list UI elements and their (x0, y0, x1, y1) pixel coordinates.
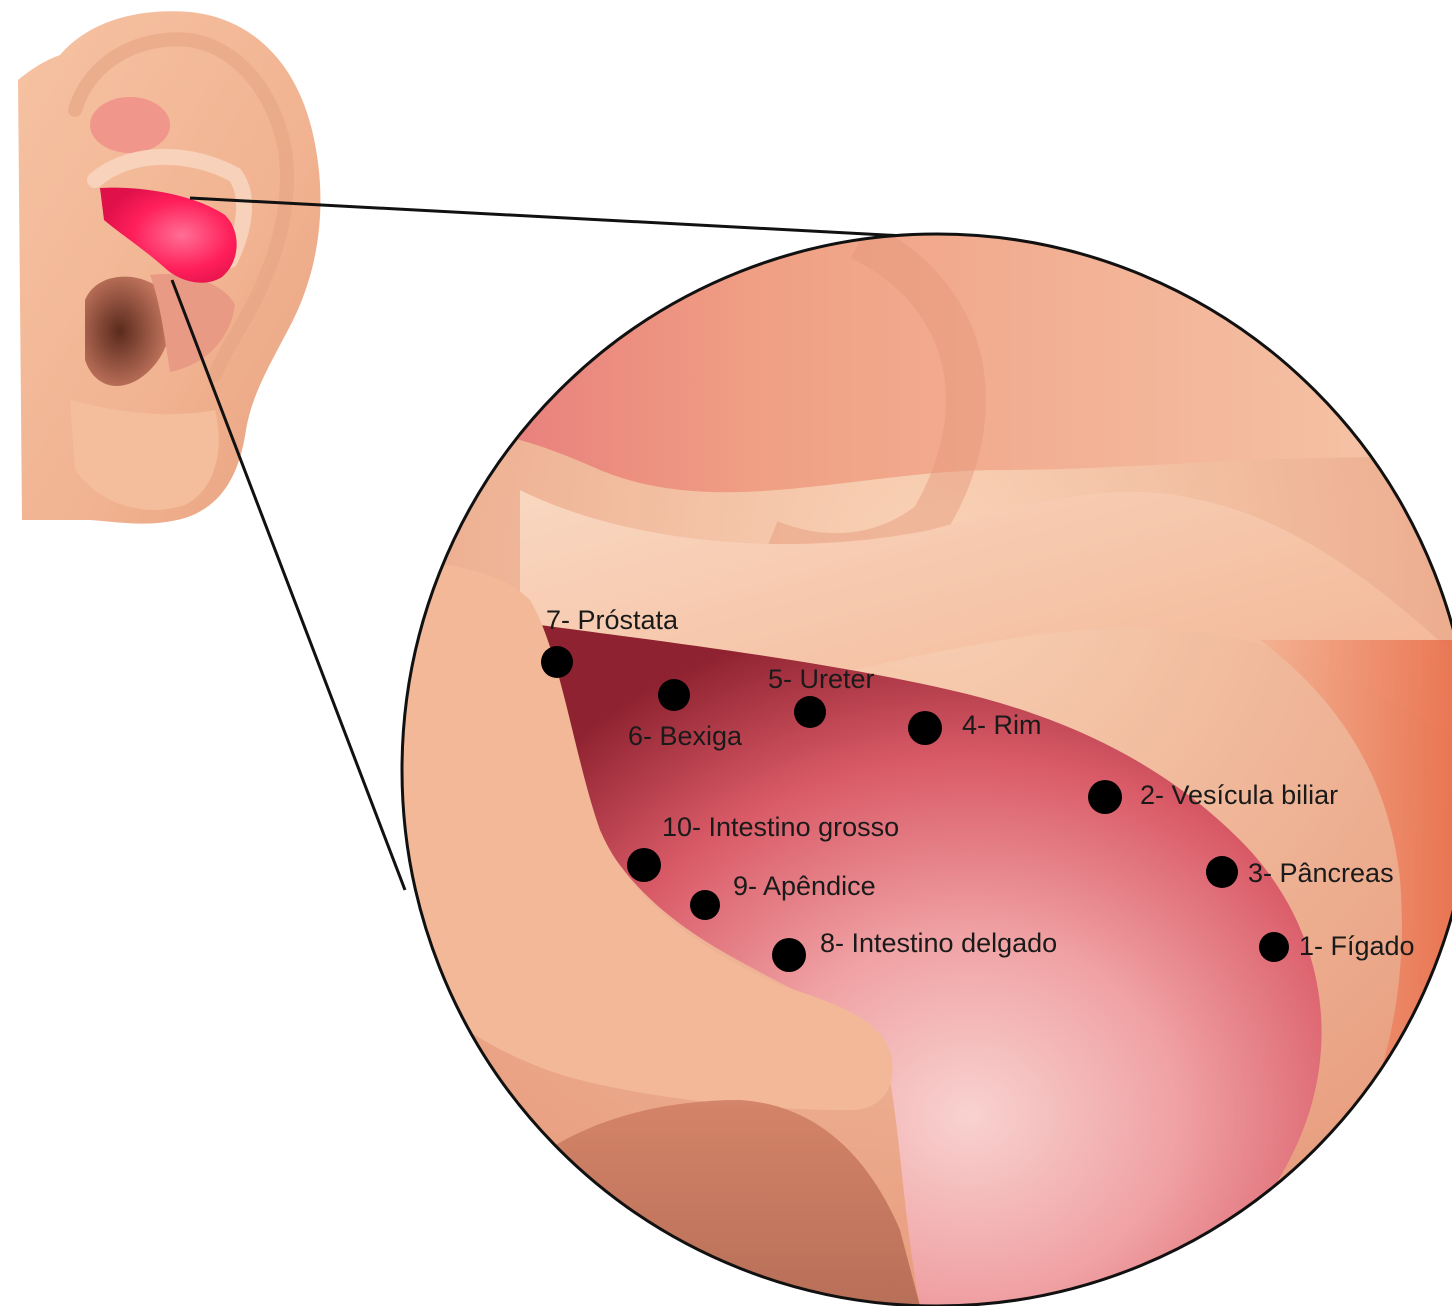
point-label: 3- Pâncreas (1248, 858, 1394, 888)
point-label: 2- Vesícula biliar (1140, 780, 1338, 810)
point-label: 10- Intestino grosso (662, 812, 899, 842)
point-figado[interactable]: 1- Fígado (1259, 931, 1415, 962)
ear-thumbnail (18, 11, 320, 523)
point-marker[interactable] (772, 938, 806, 972)
magnified-view (380, 220, 1452, 1306)
point-marker[interactable] (627, 848, 661, 882)
connector-line-bottom (172, 280, 405, 890)
point-marker[interactable] (690, 890, 720, 920)
point-marker[interactable] (1259, 932, 1289, 962)
point-label: 7- Próstata (546, 605, 679, 635)
point-label: 1- Fígado (1299, 931, 1415, 961)
point-marker[interactable] (1088, 780, 1122, 814)
point-marker[interactable] (794, 696, 826, 728)
point-label: 6- Bexiga (628, 721, 743, 751)
point-label: 8- Intestino delgado (820, 928, 1057, 958)
point-marker[interactable] (908, 711, 942, 745)
point-rim[interactable]: 4- Rim (908, 710, 1042, 745)
point-label: 9- Apêndice (733, 871, 876, 901)
point-marker[interactable] (658, 679, 690, 711)
triangular-fossa (90, 97, 170, 153)
point-label: 5- Ureter (768, 664, 875, 694)
point-marker[interactable] (541, 646, 573, 678)
point-marker[interactable] (1206, 856, 1238, 888)
point-label: 4- Rim (962, 710, 1042, 740)
